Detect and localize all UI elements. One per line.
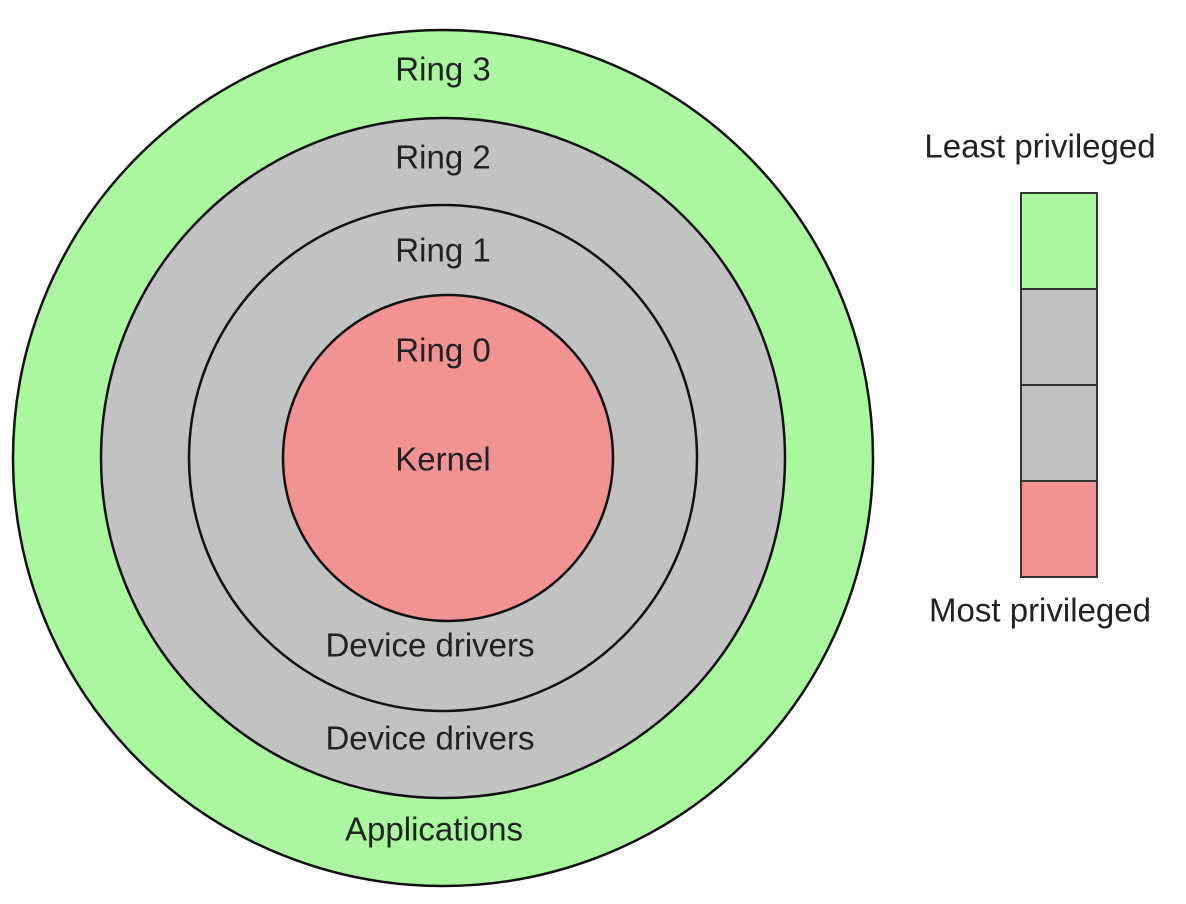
legend-cell-least-privileged (1020, 192, 1098, 290)
legend-bottom-label: Most privileged (929, 592, 1151, 629)
ring-2-role-label: Device drivers (325, 720, 534, 757)
ring-2-label: Ring 2 (395, 139, 490, 176)
ring-0-role-label: Kernel (395, 441, 490, 478)
legend-cell-level-2 (1020, 288, 1098, 386)
ring-1-label: Ring 1 (395, 232, 490, 269)
ring-0-label: Ring 0 (395, 332, 490, 369)
legend-cell-most-privileged (1020, 480, 1098, 578)
ring-3-label: Ring 3 (395, 51, 490, 88)
legend-top-label: Least privileged (924, 128, 1155, 165)
ring-3-role-label: Applications (345, 811, 523, 848)
legend-cell-level-1 (1020, 384, 1098, 482)
ring-0-shape (281, 293, 615, 623)
ring-1-role-label: Device drivers (325, 627, 534, 664)
